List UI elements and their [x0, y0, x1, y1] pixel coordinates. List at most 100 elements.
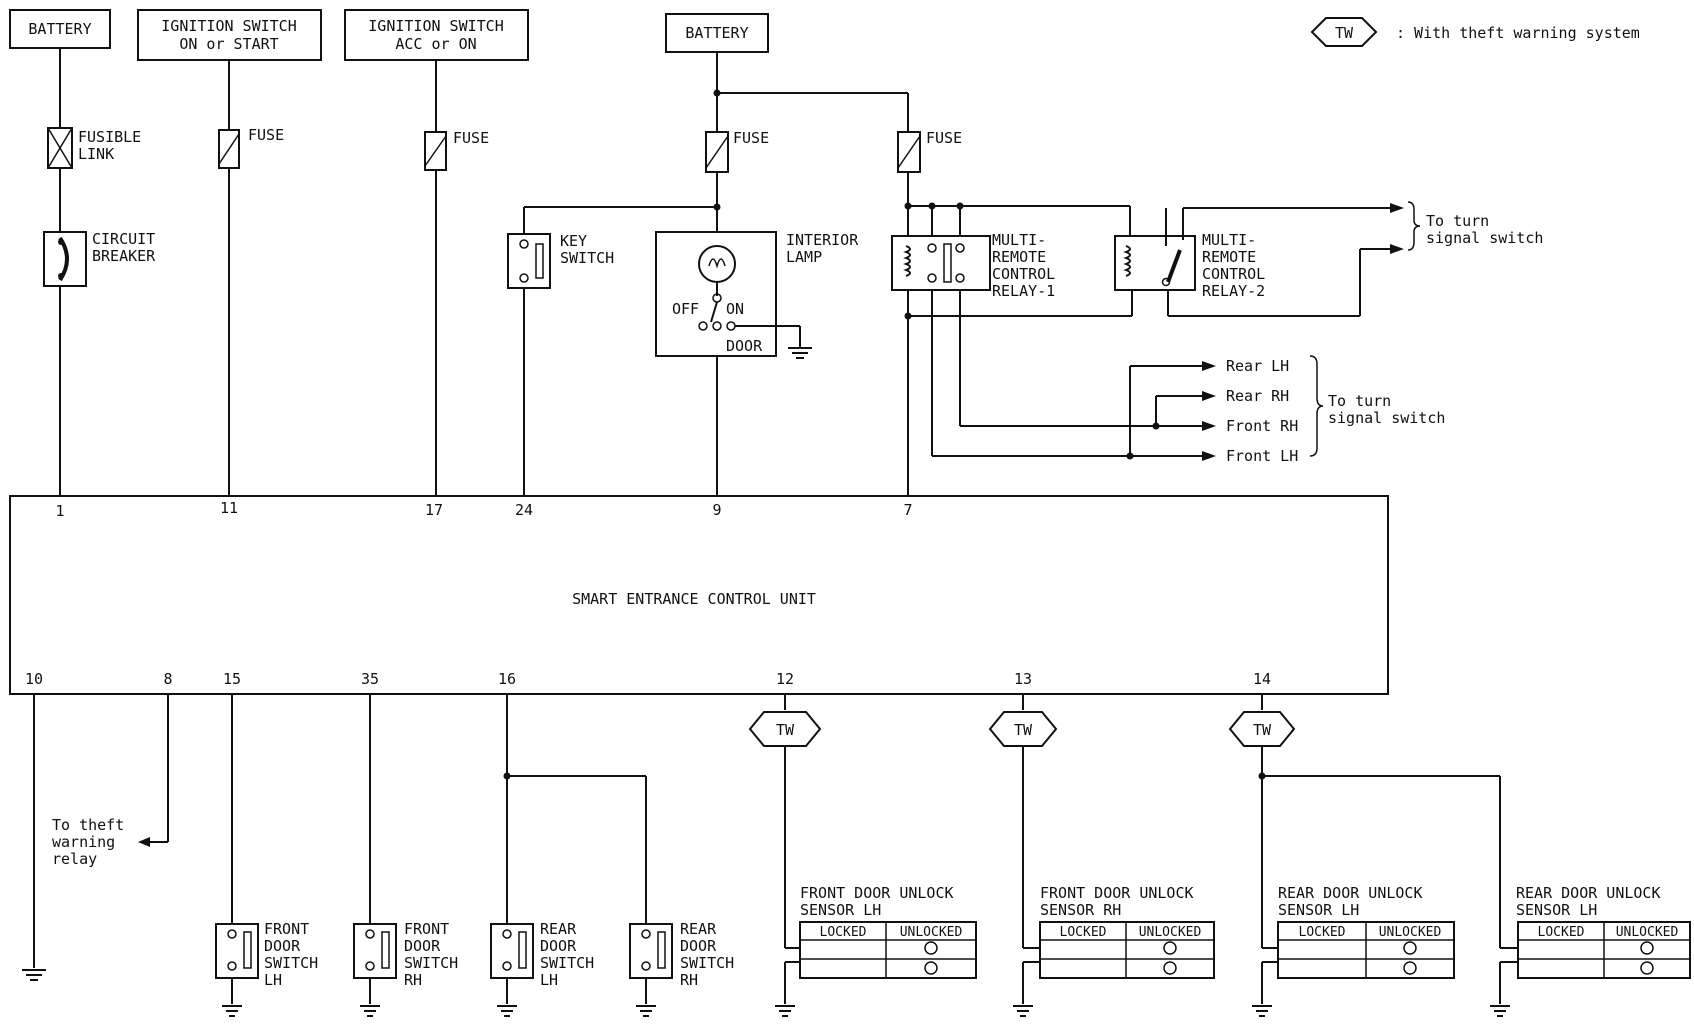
svg-text:SENSOR RH: SENSOR RH: [1040, 901, 1121, 919]
rear-door-switch-rh: REAR DOOR SWITCH RH: [629, 920, 734, 989]
svg-text:SENSOR LH: SENSOR LH: [1516, 901, 1597, 919]
rear-door-switch-lh: REAR DOOR SWITCH LH: [490, 920, 594, 989]
svg-text:SWITCH: SWITCH: [540, 954, 594, 972]
svg-text:DOOR: DOOR: [404, 937, 441, 955]
svg-text:CONTROL: CONTROL: [992, 265, 1055, 283]
svg-text:11: 11: [220, 499, 238, 517]
interior-lamp: INTERIOR LAMP OFF ON DOOR: [655, 231, 859, 359]
svg-text:LH: LH: [264, 971, 282, 989]
svg-text:TW: TW: [776, 721, 795, 739]
ground-pin-10: [22, 969, 46, 981]
svg-text:Rear RH: Rear RH: [1226, 387, 1289, 405]
svg-text:TW: TW: [1014, 721, 1033, 739]
svg-text:16: 16: [498, 670, 516, 688]
svg-text:INTERIOR: INTERIOR: [786, 231, 859, 249]
tw-legend-text: : With theft warning system: [1396, 24, 1640, 42]
svg-text:DOOR: DOOR: [264, 937, 301, 955]
svg-text:FUSIBLE: FUSIBLE: [78, 128, 141, 146]
front-door-switch-rh: FRONT DOOR SWITCH RH: [353, 920, 458, 989]
svg-text:7: 7: [903, 501, 912, 519]
svg-text:LINK: LINK: [78, 145, 114, 163]
svg-text:FUSE: FUSE: [453, 129, 489, 147]
svg-text:UNLOCKED: UNLOCKED: [1379, 925, 1442, 940]
fuse-pin-9: FUSE: [705, 129, 769, 173]
ignition-switch-acc-on: IGNITION SWITCH ACC or ON: [344, 9, 529, 61]
rear-door-unlock-sensor-lh-2: REAR DOOR UNLOCK SENSOR LH LOCKED UNLOCK…: [1516, 884, 1691, 979]
battery-2: BATTERY: [665, 13, 769, 53]
circuit-breaker: CIRCUIT BREAKER: [43, 230, 156, 287]
tw-badge-pin-13: TW: [988, 711, 1058, 747]
svg-text:9: 9: [712, 501, 721, 519]
svg-text:MULTI-: MULTI-: [992, 231, 1046, 249]
svg-text:RELAY-2: RELAY-2: [1202, 282, 1265, 300]
front-door-unlock-sensor-lh: FRONT DOOR UNLOCK SENSOR LH LOCKED UNLOC…: [799, 884, 977, 979]
fuse-pin-17: FUSE: [424, 129, 489, 171]
svg-text:REMOTE: REMOTE: [992, 248, 1046, 266]
svg-text:1: 1: [55, 502, 64, 520]
front-door-unlock-sensor-rh: FRONT DOOR UNLOCK SENSOR RH LOCKED UNLOC…: [1039, 884, 1215, 979]
svg-text:CONTROL: CONTROL: [1202, 265, 1265, 283]
svg-text:ACC or ON: ACC or ON: [395, 35, 476, 53]
svg-text:35: 35: [361, 670, 379, 688]
to-theft-warning-relay: To theft warning relay: [52, 816, 124, 868]
turn-signal-outputs: Rear LH Rear RH Front RH Front LH: [1226, 357, 1298, 465]
svg-text:8: 8: [163, 670, 172, 688]
svg-text:Front LH: Front LH: [1226, 447, 1298, 465]
to-turn-signal-switch-lower: To turn signal switch: [1328, 392, 1445, 427]
multi-remote-control-relay-2: MULTI- REMOTE CONTROL RELAY-2: [1114, 208, 1265, 300]
svg-text:FRONT: FRONT: [264, 920, 309, 938]
svg-text:UNLOCKED: UNLOCKED: [1616, 925, 1679, 940]
svg-text:DOOR: DOOR: [726, 337, 763, 355]
svg-text:signal switch: signal switch: [1426, 229, 1543, 247]
svg-text:DOOR: DOOR: [680, 937, 717, 955]
svg-text:14: 14: [1253, 670, 1271, 688]
svg-text:IGNITION SWITCH: IGNITION SWITCH: [368, 17, 503, 35]
smart-entrance-control-unit: SMART ENTRANCE CONTROL UNIT: [9, 495, 1389, 695]
svg-text:ON or START: ON or START: [179, 35, 278, 53]
svg-text:24: 24: [515, 501, 533, 519]
fuse-pin-7: FUSE: [897, 129, 962, 173]
tw-badge-pin-12: TW: [748, 711, 822, 747]
to-turn-signal-switch-upper: To turn signal switch: [1426, 212, 1543, 247]
svg-text:To turn: To turn: [1328, 392, 1391, 410]
svg-text:13: 13: [1014, 670, 1032, 688]
svg-text:REMOTE: REMOTE: [1202, 248, 1256, 266]
svg-text:FUSE: FUSE: [733, 129, 769, 147]
svg-text:UNLOCKED: UNLOCKED: [1139, 925, 1202, 940]
svg-text:LH: LH: [540, 971, 558, 989]
svg-text:OFF: OFF: [672, 300, 699, 318]
ignition-switch-on-start: IGNITION SWITCH ON or START: [137, 9, 322, 61]
svg-text:TW: TW: [1253, 721, 1272, 739]
tw-legend-badge: [1310, 17, 1378, 47]
svg-text:REAR: REAR: [680, 920, 717, 938]
fuse-pin-11: FUSE: [218, 126, 284, 169]
legend: TW : With theft warning system: [1310, 17, 1640, 47]
svg-text:FRONT DOOR UNLOCK: FRONT DOOR UNLOCK: [1040, 884, 1194, 902]
svg-text:REAR DOOR UNLOCK: REAR DOOR UNLOCK: [1516, 884, 1661, 902]
svg-text:FRONT DOOR UNLOCK: FRONT DOOR UNLOCK: [800, 884, 954, 902]
svg-text:15: 15: [223, 670, 241, 688]
svg-text:12: 12: [776, 670, 794, 688]
fusible-link: FUSIBLE LINK: [47, 127, 141, 169]
svg-text:BATTERY: BATTERY: [685, 24, 748, 42]
svg-text:RH: RH: [680, 971, 698, 989]
svg-text:REAR DOOR UNLOCK: REAR DOOR UNLOCK: [1278, 884, 1423, 902]
multi-remote-control-relay-1: MULTI- REMOTE CONTROL RELAY-1: [891, 206, 1055, 300]
svg-text:LOCKED: LOCKED: [820, 925, 867, 940]
svg-text:BREAKER: BREAKER: [92, 247, 156, 265]
svg-text:SENSOR LH: SENSOR LH: [1278, 901, 1359, 919]
svg-text:SWITCH: SWITCH: [264, 954, 318, 972]
svg-text:SWITCH: SWITCH: [560, 249, 614, 267]
tw-legend-badge-text: TW: [1335, 24, 1354, 42]
svg-text:CIRCUIT: CIRCUIT: [92, 230, 155, 248]
key-switch: KEY SWITCH: [507, 232, 614, 289]
svg-text:LAMP: LAMP: [786, 248, 822, 266]
svg-text:warning: warning: [52, 833, 115, 851]
svg-text:SWITCH: SWITCH: [404, 954, 458, 972]
svg-text:LOCKED: LOCKED: [1299, 925, 1346, 940]
svg-text:relay: relay: [52, 850, 97, 868]
svg-text:FRONT: FRONT: [404, 920, 449, 938]
svg-text:To theft: To theft: [52, 816, 124, 834]
rear-door-unlock-sensor-lh-1: REAR DOOR UNLOCK SENSOR LH LOCKED UNLOCK…: [1277, 884, 1455, 979]
